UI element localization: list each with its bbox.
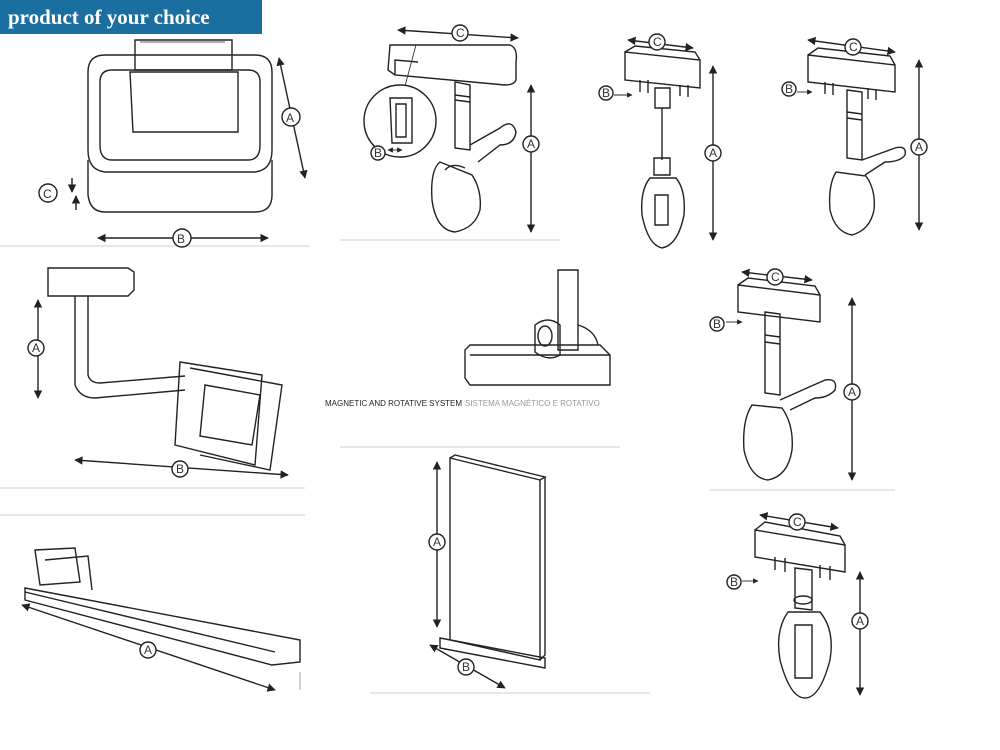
dim-a-label: A [144,643,152,657]
dim-a-label: A [856,614,864,628]
dim-c-label: C [456,26,465,40]
dim-b-label: B [374,146,382,160]
title-banner: product of your choice [0,0,262,34]
dim-b-label: B [176,462,184,476]
dim-a-label: A [286,111,294,125]
dim-b-label: B [785,82,793,96]
clip-holder-lever-large [709,268,861,481]
magnetic-rotative-base [464,269,611,386]
dim-c-label: C [653,35,662,49]
dim-a-label: A [709,146,717,160]
dim-a-label: A [433,535,441,549]
magnetic-caption-alt: SISTEMA MAGNÉTICO E ROTATIVO [465,399,600,408]
dim-b-label: B [730,575,738,589]
dim-c-label: C [771,270,780,284]
clip-holder-small-knob [363,24,540,233]
shelf-strip [21,547,301,692]
arm-bracket-holder [27,267,289,479]
square-base-holder [38,39,308,248]
dim-c-label: C [43,187,52,201]
dim-a-label: A [32,341,40,355]
t-stand-frame [428,454,547,689]
dim-c-label: C [793,515,802,529]
panel-dividers [0,239,895,694]
clip-holder-swivel [598,33,722,249]
dim-c-label: C [849,40,858,54]
dim-a-label: A [915,140,923,154]
dim-b-label: B [602,86,610,100]
dim-b-label: B [177,232,185,246]
magnetic-caption: MAGNETIC AND ROTATIVE SYSTEM [325,399,462,408]
spring-clip-holder [726,512,869,699]
dim-b-label: B [713,317,721,331]
dim-a-label: A [848,385,856,399]
dim-a-label: A [527,137,535,151]
clip-holder-lever [781,36,928,236]
dim-b-label: B [462,660,470,674]
